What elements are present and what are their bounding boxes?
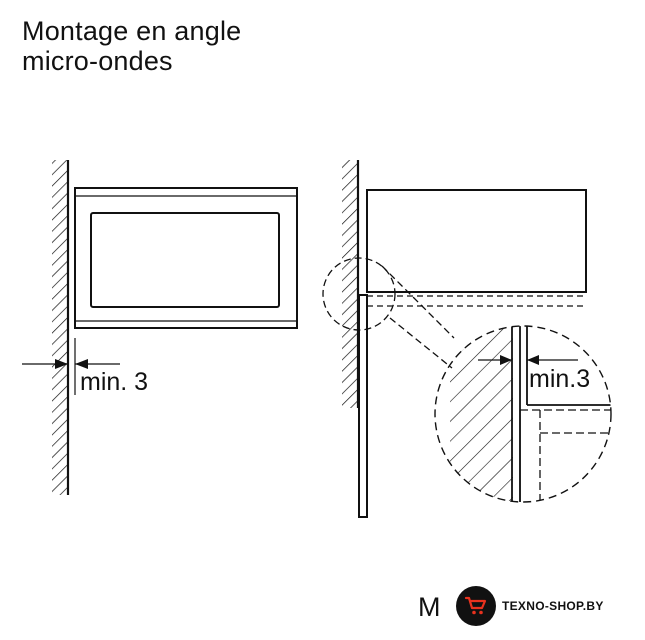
watermark-badge <box>456 586 496 626</box>
title-line-2: micro-ondes <box>22 46 173 76</box>
watermark: TEXNO-SHOP.BY <box>456 583 604 629</box>
right-wall-hatch <box>342 160 358 408</box>
title-line-1: Montage en angle <box>22 16 242 46</box>
left-dimension-marker <box>22 338 120 395</box>
microwave-outline-dashed <box>367 295 586 307</box>
left-dimension-label: min. 3 <box>80 368 148 396</box>
right-dimension-marker <box>478 355 578 365</box>
zoom-circle <box>434 325 612 503</box>
shopping-cart-icon <box>464 596 487 615</box>
detail-source-circle <box>322 257 396 331</box>
diagram-title: Montage en angle micro-ondes <box>22 16 241 76</box>
watermark-text: TEXNO-SHOP.BY <box>502 599 604 613</box>
right-dimension-label: min.3 <box>529 365 590 393</box>
left-wall-hatch <box>52 160 68 495</box>
cut-off-text: M <box>418 592 441 622</box>
detail-connector-lines <box>381 265 455 369</box>
left-figure: min. 3 <box>22 160 298 495</box>
right-figure: min.3 <box>322 160 612 518</box>
zoom-detail: min.3 <box>434 325 612 503</box>
side-panel <box>358 294 368 518</box>
microwave-front <box>74 187 298 329</box>
upper-cabinet <box>366 189 587 293</box>
